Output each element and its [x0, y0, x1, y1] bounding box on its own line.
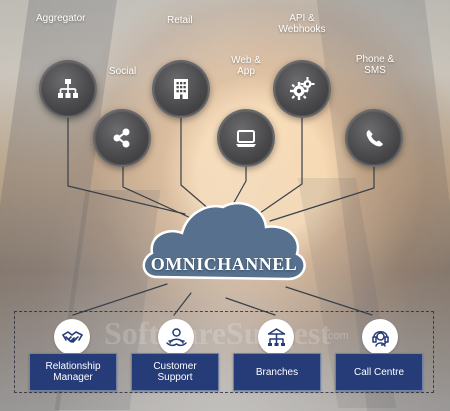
customer-support-icon-circle	[158, 319, 194, 355]
laptop-icon	[236, 130, 256, 147]
api-webhooks-node	[273, 60, 331, 118]
connector-social-to-cloud	[122, 164, 194, 220]
connector-aggregator-to-cloud	[67, 104, 186, 215]
building-icon	[174, 79, 188, 99]
relationship-manager-box: Relationship Manager	[29, 353, 117, 391]
omnichannel-title: OMNICHANNEL	[150, 254, 298, 274]
connector-retail-to-cloud	[180, 104, 211, 211]
phone-sms-node	[345, 109, 403, 167]
social-node	[93, 109, 151, 167]
channel-label-social: Social	[109, 66, 137, 77]
headset-icon	[371, 330, 389, 347]
outcomes-dashed-container	[14, 311, 434, 393]
call-centre-label: Call Centre	[353, 366, 405, 378]
connector-web-app-to-cloud	[231, 164, 247, 207]
connector-cloud-to-call-centre	[285, 286, 373, 316]
channel-label-retail: Retail	[167, 15, 193, 26]
customer-support-box: Customer Support	[131, 353, 219, 391]
cloud-shape	[142, 201, 306, 281]
connector-cloud-to-branches	[225, 297, 276, 316]
branches-box: Branches	[233, 353, 321, 391]
hierarchy-icon	[58, 79, 78, 98]
relationship-manager-label: Relationship Manager	[45, 361, 101, 383]
customer-support-label: Customer Support	[153, 361, 197, 383]
connector-cloud-to-relationship-manager	[72, 283, 168, 316]
call-centre-box: Call Centre	[335, 353, 423, 391]
connector-phone-to-cloud	[269, 164, 375, 222]
call-centre-icon-circle	[362, 319, 398, 355]
channel-label-web-app: Web & App	[231, 55, 261, 77]
handshake-icon	[61, 330, 83, 343]
channel-label-api-webhooks: API & Webhooks	[278, 13, 326, 35]
connector-api-to-cloud	[259, 105, 303, 214]
aggregator-node	[39, 60, 97, 118]
network-icon	[267, 327, 285, 346]
channel-label-aggregator: Aggregator	[36, 13, 86, 24]
share-icon	[113, 128, 130, 148]
branches-icon-circle	[258, 319, 294, 355]
gears-icon	[290, 77, 315, 100]
retail-node	[152, 60, 210, 118]
omnichannel-cloud: OMNICHANNEL	[139, 193, 309, 299]
support-icon	[165, 327, 187, 346]
channel-label-phone-sms: Phone & SMS	[355, 54, 395, 76]
relationship-manager-icon-circle	[54, 319, 90, 355]
web-app-node	[217, 109, 275, 167]
branches-label: Branches	[255, 366, 299, 378]
phone-icon	[366, 130, 383, 147]
